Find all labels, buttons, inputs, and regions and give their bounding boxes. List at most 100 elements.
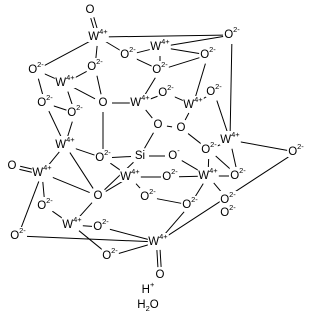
bond-line xyxy=(168,57,200,68)
atom-label-backdrop xyxy=(200,140,218,156)
atom-label: O2- xyxy=(224,25,240,41)
double-bond-line xyxy=(159,249,162,267)
atom-label-backdrop xyxy=(161,167,179,183)
atom-label: O2- xyxy=(220,190,236,206)
atom-label: W4+ xyxy=(150,37,170,53)
atom-label-backdrop xyxy=(94,148,112,164)
atom-label: W4+ xyxy=(88,27,108,43)
atom-label: O2- xyxy=(67,103,83,119)
atom-label-backdrop xyxy=(7,161,18,172)
bond-line xyxy=(187,133,203,145)
double-bond-line xyxy=(19,168,34,174)
atom-label-backdrop xyxy=(36,93,54,109)
atom-label-backdrop xyxy=(93,191,104,202)
atom-label-backdrop xyxy=(66,103,84,119)
double-bond-line xyxy=(93,17,98,30)
atom-label: O2- xyxy=(230,166,246,182)
atom-label-backdrop xyxy=(151,60,169,76)
atom-label: W4+ xyxy=(183,95,203,111)
bond-line xyxy=(78,230,104,251)
bond-line xyxy=(136,48,152,54)
atom-label: O2- xyxy=(158,83,174,99)
atom-label-backdrop xyxy=(153,120,164,131)
atom-label: O2- xyxy=(220,203,236,219)
atom-label-backdrop xyxy=(139,187,157,203)
atom-label-backdrop xyxy=(119,167,141,183)
atom-label-backdrop xyxy=(149,37,171,53)
double-bond-line xyxy=(90,17,95,30)
atom-label-backdrop xyxy=(229,166,247,182)
atom-label: W4+ xyxy=(220,130,240,146)
atom-label: W4+ xyxy=(62,215,82,231)
bond-line xyxy=(47,151,60,167)
atom-label-backdrop xyxy=(119,45,137,61)
bond-line xyxy=(238,141,288,151)
atom-label-backdrop xyxy=(176,123,187,134)
atom-label: O2- xyxy=(152,60,168,76)
atom-label: O xyxy=(177,122,186,134)
atom-label: W4+ xyxy=(55,135,75,151)
bond-line xyxy=(109,228,150,241)
bond-line xyxy=(135,58,153,67)
bond-line xyxy=(20,181,40,228)
bond-line xyxy=(104,161,134,191)
atom-label: W4+ xyxy=(55,73,75,89)
atom-label: W4+ xyxy=(130,93,150,109)
atom-label-backdrop xyxy=(134,151,146,162)
bond-line xyxy=(144,77,156,96)
atom-label-backdrop xyxy=(157,83,175,99)
bond-line xyxy=(95,45,98,59)
atom-label: Si xyxy=(135,150,145,162)
bond-line xyxy=(178,175,200,178)
atom-label: O2- xyxy=(288,142,304,158)
bond-line xyxy=(194,183,204,198)
bond-line xyxy=(26,235,150,243)
bond-line xyxy=(73,147,95,156)
bond-line xyxy=(77,202,93,219)
atom-label: O xyxy=(99,97,108,109)
atom-label: O2- xyxy=(200,45,216,61)
bond-line xyxy=(72,86,96,100)
atom-label-backdrop xyxy=(167,146,181,162)
bond-line xyxy=(106,34,224,38)
bond-line xyxy=(67,121,73,137)
bond-line xyxy=(156,198,182,204)
atom-labels: W4+OW4+O2-O2-O2-O2-O2-W4+O2-W4+W4+OO2-O2… xyxy=(7,4,305,281)
atom-label: O xyxy=(154,119,163,131)
bond-line xyxy=(231,148,237,168)
atom-label-backdrop xyxy=(219,130,241,146)
bond-line xyxy=(105,41,121,51)
atom-label: O2- xyxy=(10,226,26,242)
atom-label: O2- xyxy=(140,187,156,203)
atom-label-backdrop xyxy=(54,73,76,89)
bond-line xyxy=(50,175,90,194)
atom-label: W4+ xyxy=(32,163,52,179)
atom-label: O xyxy=(94,190,103,202)
atom-label-backdrop xyxy=(181,195,199,211)
atom-label: O xyxy=(156,269,165,281)
atom-label-backdrop xyxy=(155,270,166,281)
atom-label-backdrop xyxy=(205,82,223,98)
atom-label-backdrop xyxy=(9,226,27,242)
bond-line xyxy=(118,244,150,254)
bond-line xyxy=(216,100,228,132)
atom-label-backdrop xyxy=(54,135,76,151)
bond-line xyxy=(69,152,94,189)
atom-label-backdrop xyxy=(61,215,83,231)
atom-label: O2- xyxy=(182,195,198,211)
atom-label: O2- xyxy=(95,148,111,164)
atom-label: O xyxy=(8,160,17,172)
atom-label: W4+ xyxy=(198,166,218,182)
bond-line xyxy=(44,73,57,80)
atom-label-backdrop xyxy=(147,232,169,248)
bond-line xyxy=(168,35,224,47)
bond-line xyxy=(184,112,190,121)
atom-label: O- xyxy=(168,146,180,162)
atom-label-backdrop xyxy=(31,163,53,179)
atom-label-backdrop xyxy=(36,196,54,212)
bond-line xyxy=(229,43,233,132)
double-bond-line xyxy=(156,250,159,268)
atom-label-backdrop xyxy=(197,166,219,182)
atom-label-backdrop xyxy=(92,217,110,233)
atom-label-backdrop xyxy=(129,93,151,109)
